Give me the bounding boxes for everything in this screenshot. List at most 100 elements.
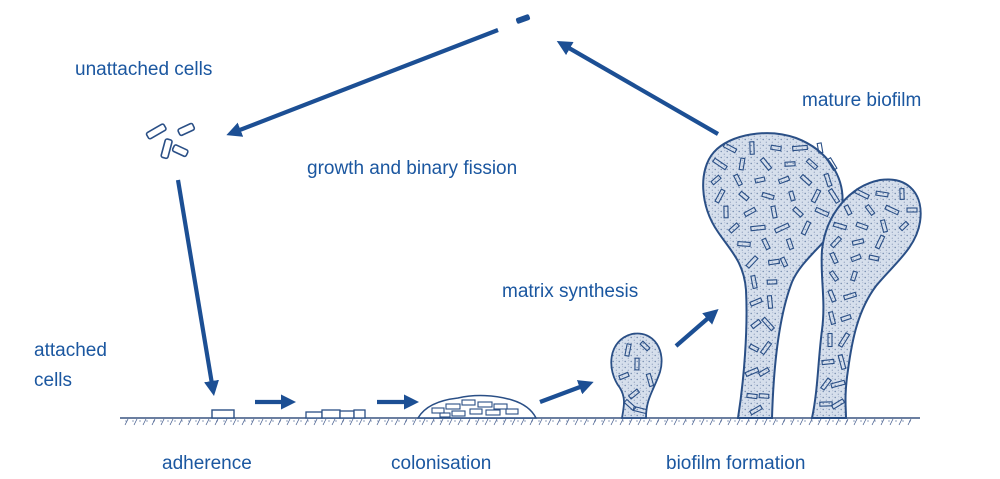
ground-hatch-mark <box>620 419 623 425</box>
ground-hatch-mark <box>224 419 227 425</box>
label-growth-binary-fission: growth and binary fission <box>307 157 517 181</box>
ground-hatch-mark <box>512 419 515 425</box>
released-cell <box>515 14 530 24</box>
ground-hatch-mark <box>557 419 560 425</box>
ground-hatch-mark <box>134 419 137 425</box>
ground-hatch-mark <box>368 419 371 425</box>
ground-hatch-mark <box>674 419 677 425</box>
ground-hatch-mark <box>503 419 506 425</box>
ground-hatch-mark <box>845 419 848 425</box>
ground-hatch-mark <box>296 419 299 425</box>
ground-hatch-mark <box>467 419 470 425</box>
ground-hatch-mark <box>908 419 911 425</box>
label-mature-biofilm: mature biofilm <box>802 89 921 113</box>
ground-hatch-mark <box>881 419 884 425</box>
ground-hatch-mark <box>377 419 380 425</box>
ground-hatch-mark <box>485 419 488 425</box>
ground-hatch-mark <box>593 419 596 425</box>
ground-hatch-mark <box>872 419 875 425</box>
matrix-synthesis-blob <box>611 334 661 418</box>
ground-hatch-mark <box>728 419 731 425</box>
label-unattached-cells: unattached cells <box>75 58 212 82</box>
label-attached-cells-line2: cells <box>34 369 72 393</box>
ground-hatch-mark <box>404 419 407 425</box>
ground-hatch-mark <box>440 419 443 425</box>
ground-hatch-mark <box>890 419 893 425</box>
ground-hatch-mark <box>638 419 641 425</box>
ground-hatch-mark <box>809 419 812 425</box>
ground-hatch-mark <box>548 419 551 425</box>
ground-hatch-mark <box>521 419 524 425</box>
ground-hatch-mark <box>755 419 758 425</box>
ground-hatch-mark <box>539 419 542 425</box>
ground-hatch-mark <box>386 419 389 425</box>
ground-hatch-mark <box>530 419 533 425</box>
ground-hatch-mark <box>566 419 569 425</box>
ground-hatch-mark <box>827 419 830 425</box>
ground-hatch-mark <box>161 419 164 425</box>
arrow-release-to-unattached <box>232 30 498 133</box>
arrow-unattached-to-adherence <box>178 180 213 390</box>
ground-hatch-mark <box>665 419 668 425</box>
ground-hatch-mark <box>341 419 344 425</box>
ground-hatch-mark <box>431 419 434 425</box>
ground-hatch-mark <box>791 419 794 425</box>
colonisation-mound <box>418 396 536 418</box>
early-colonisation-cells <box>306 410 365 418</box>
arrow-mature-to-release <box>562 44 718 134</box>
ground-hatch-mark <box>305 419 308 425</box>
label-biofilm-formation: biofilm formation <box>666 452 805 476</box>
ground-hatch-mark <box>899 419 902 425</box>
adherence-cell <box>212 410 234 418</box>
ground-hatch-mark <box>701 419 704 425</box>
ground-hatch-mark <box>764 419 767 425</box>
ground-hatch-mark <box>719 419 722 425</box>
ground-hatch-mark <box>179 419 182 425</box>
ground-hatch-mark <box>629 419 632 425</box>
label-adherence: adherence <box>162 452 252 476</box>
ground-hatch-mark <box>260 419 263 425</box>
ground-hatch-mark <box>143 419 146 425</box>
ground-hatch-mark <box>359 419 362 425</box>
ground-hatch-mark <box>800 419 803 425</box>
ground-hatch-mark <box>746 419 749 425</box>
ground-hatch-mark <box>683 419 686 425</box>
ground-hatch-mark <box>710 419 713 425</box>
ground-hatch-mark <box>332 419 335 425</box>
ground-hatch-mark <box>206 419 209 425</box>
ground-hatch-mark <box>656 419 659 425</box>
ground-hatch-mark <box>476 419 479 425</box>
arrow-matrix-to-mature <box>676 313 714 346</box>
ground-hatch-mark <box>458 419 461 425</box>
label-attached-cells-line1: attached <box>34 339 107 363</box>
ground-hatch-mark <box>773 419 776 425</box>
ground-hatch-mark <box>251 419 254 425</box>
ground-hatch-mark <box>611 419 614 425</box>
label-colonisation: colonisation <box>391 452 491 476</box>
ground-hatch-mark <box>584 419 587 425</box>
ground-hatch-mark <box>350 419 353 425</box>
ground-hatch-mark <box>413 419 416 425</box>
ground-hatch-mark <box>152 419 155 425</box>
ground-hatch-mark <box>782 419 785 425</box>
ground-hatch-mark <box>215 419 218 425</box>
ground-hatch-mark <box>575 419 578 425</box>
ground-hatch-mark <box>125 419 128 425</box>
ground-hatch-mark <box>188 419 191 425</box>
ground-hatch-mark <box>494 419 497 425</box>
unattached-cells-cluster <box>146 123 195 159</box>
ground-hatch-mark <box>395 419 398 425</box>
ground-hatch-mark <box>422 419 425 425</box>
ground-hatch-mark <box>278 419 281 425</box>
ground-hatch-mark <box>863 419 866 425</box>
arrow-colonisation-to-matrix <box>540 384 588 402</box>
ground-hatch-mark <box>854 419 857 425</box>
ground-hatch-mark <box>602 419 605 425</box>
substrate-surface <box>120 418 920 425</box>
ground-hatch-mark <box>314 419 317 425</box>
ground-hatch-mark <box>269 419 272 425</box>
ground-hatch-mark <box>197 419 200 425</box>
ground-hatch-mark <box>323 419 326 425</box>
label-matrix-synthesis: matrix synthesis <box>502 280 638 304</box>
